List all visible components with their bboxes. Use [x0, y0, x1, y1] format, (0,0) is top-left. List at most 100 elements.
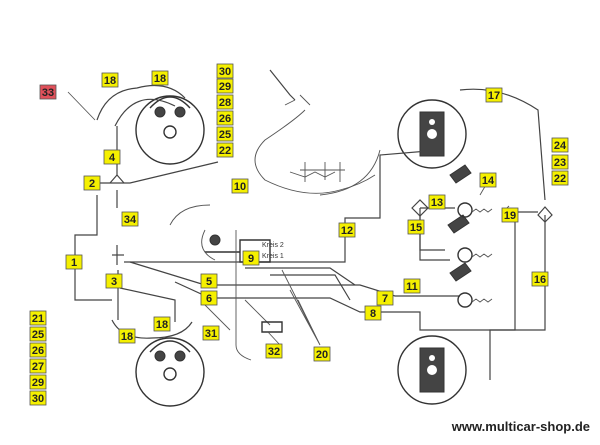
callout-number: 13 [431, 197, 443, 209]
callout-number: 18 [121, 331, 133, 343]
callout-4: 4 [103, 149, 121, 165]
callout-23: 23 [551, 154, 569, 170]
wheel-front-right [397, 99, 467, 169]
callout-box [531, 271, 549, 287]
callout-number: 30 [219, 66, 231, 78]
callout-box [407, 219, 425, 235]
callout-number: 9 [248, 253, 254, 265]
callout-9: 9 [242, 250, 260, 266]
callout-box [551, 154, 569, 170]
callout-number: 4 [109, 152, 116, 164]
callout-number: 21 [32, 313, 44, 325]
callout-box [103, 149, 121, 165]
callout-33: 33 [39, 84, 57, 100]
callout-number: 31 [205, 328, 217, 340]
callout-box [242, 250, 260, 266]
wheel-rear-left [135, 337, 205, 407]
callout-box [403, 278, 421, 294]
brake-lines [67, 69, 553, 380]
callout-number: 33 [42, 87, 54, 99]
callout-box [121, 211, 139, 227]
callout-18: 18 [101, 72, 119, 88]
callout-box [118, 328, 136, 344]
callout-number: 25 [219, 129, 231, 141]
callout-box [29, 374, 47, 390]
callout-25: 25 [29, 326, 47, 342]
callout-box [101, 72, 119, 88]
callout-box [105, 273, 123, 289]
callout-number: 18 [156, 319, 168, 331]
callout-box [29, 390, 47, 406]
callout-box [265, 343, 283, 359]
callout-number: 22 [219, 145, 231, 157]
callout-box [65, 254, 83, 270]
callout-3: 3 [105, 273, 123, 289]
callout-32: 32 [265, 343, 283, 359]
watermark-url: www.multicar-shop.de [451, 419, 590, 434]
callout-box [231, 178, 249, 194]
callout-number: 28 [219, 97, 231, 109]
callout-18: 18 [151, 70, 169, 86]
wheel-rear-right [397, 335, 467, 405]
callout-7: 7 [376, 290, 394, 306]
callout-number: 24 [554, 140, 567, 152]
callout-26: 26 [216, 110, 234, 126]
callout-box [200, 290, 218, 306]
callout-box [479, 172, 497, 188]
callout-20: 20 [313, 346, 331, 362]
callout-box [216, 63, 234, 79]
callout-box [485, 87, 503, 103]
callout-30: 30 [29, 390, 47, 406]
callout-6: 6 [200, 290, 218, 306]
callout-box [151, 70, 169, 86]
callout-26: 26 [29, 342, 47, 358]
callout-34: 34 [121, 211, 139, 227]
callout-box [216, 110, 234, 126]
callout-box [29, 310, 47, 326]
callout-box [216, 142, 234, 158]
callout-box [29, 358, 47, 374]
callout-box [29, 342, 47, 358]
callout-number: 18 [154, 73, 166, 85]
callout-box [202, 325, 220, 341]
callout-box [551, 170, 569, 186]
callout-number: 11 [406, 281, 418, 293]
callout-30: 30 [216, 63, 234, 79]
callout-box [313, 346, 331, 362]
callout-15: 15 [407, 219, 425, 235]
callout-number: 29 [219, 81, 231, 93]
callout-box [216, 94, 234, 110]
callout-22: 22 [551, 170, 569, 186]
callout-box [83, 175, 101, 191]
callout-number: 17 [488, 90, 500, 102]
callout-27: 27 [29, 358, 47, 374]
callout-box [153, 316, 171, 332]
callout-number: 7 [382, 293, 388, 305]
callout-22: 22 [216, 142, 234, 158]
kreis-2-label: Kreis 2 [262, 242, 284, 249]
callout-number: 6 [206, 293, 212, 305]
callout-number: 1 [71, 257, 77, 269]
callout-number: 27 [32, 361, 44, 373]
callout-box [216, 126, 234, 142]
callout-25: 25 [216, 126, 234, 142]
callout-17: 17 [485, 87, 503, 103]
callout-number: 22 [554, 173, 566, 185]
callout-11: 11 [403, 278, 421, 294]
callout-box [338, 222, 356, 238]
callout-number: 5 [206, 276, 212, 288]
callout-24: 24 [551, 137, 569, 153]
callout-28: 28 [216, 94, 234, 110]
callout-box [501, 207, 519, 223]
callout-box [551, 137, 569, 153]
callout-29: 29 [216, 78, 234, 94]
callout-10: 10 [231, 178, 249, 194]
callout-number: 23 [554, 157, 566, 169]
callout-18: 18 [153, 316, 171, 332]
callout-5: 5 [200, 273, 218, 289]
callout-21: 21 [29, 310, 47, 326]
callout-box [428, 194, 446, 210]
